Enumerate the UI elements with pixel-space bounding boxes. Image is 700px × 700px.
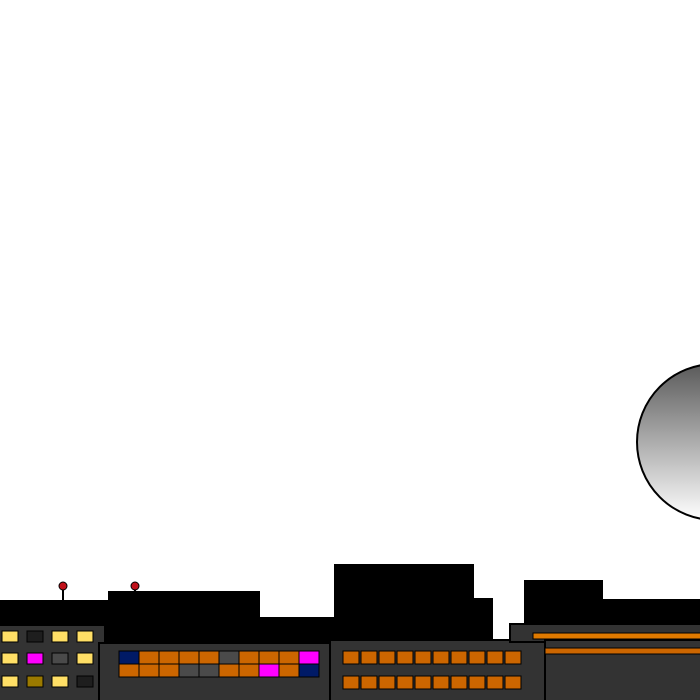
window (51, 675, 69, 688)
window (158, 663, 180, 678)
window (298, 663, 320, 678)
window (342, 675, 360, 690)
window (1, 630, 19, 643)
window (432, 675, 450, 690)
window (450, 650, 468, 665)
rooftop-stripe-1 (532, 632, 700, 640)
window (378, 650, 396, 665)
window (432, 650, 450, 665)
window (218, 663, 240, 678)
window (258, 663, 280, 678)
window (486, 650, 504, 665)
moon (636, 364, 700, 520)
window (51, 652, 69, 665)
window (26, 652, 44, 665)
window (26, 675, 44, 688)
window (51, 630, 69, 643)
window (26, 630, 44, 643)
window (158, 650, 180, 665)
window (218, 650, 240, 665)
rooftop-stripe-2 (544, 647, 700, 655)
building-1-windows (1, 630, 94, 688)
building-3 (329, 639, 546, 700)
window (414, 650, 432, 665)
window (118, 650, 140, 665)
antenna-beacon-1 (58, 581, 68, 591)
window (378, 675, 396, 690)
window (76, 630, 94, 643)
window (342, 650, 360, 665)
window (450, 675, 468, 690)
window (396, 675, 414, 690)
window (278, 663, 300, 678)
window (468, 675, 486, 690)
building-3-windows (342, 650, 522, 690)
window (396, 650, 414, 665)
window (138, 663, 160, 678)
window (258, 650, 280, 665)
window (414, 675, 432, 690)
window (298, 650, 320, 665)
window (360, 650, 378, 665)
window (76, 652, 94, 665)
window (504, 650, 522, 665)
window (178, 663, 200, 678)
window (76, 675, 94, 688)
window (118, 663, 140, 678)
antenna-beacon-2 (130, 581, 140, 591)
window (1, 675, 19, 688)
window (138, 650, 160, 665)
window (278, 650, 300, 665)
window (178, 650, 200, 665)
antennas (58, 581, 140, 600)
window (468, 650, 486, 665)
building-2-windows (118, 650, 320, 678)
window (198, 650, 220, 665)
window (504, 675, 522, 690)
window (1, 652, 19, 665)
window (360, 675, 378, 690)
window (238, 650, 260, 665)
window (198, 663, 220, 678)
window (486, 675, 504, 690)
window (238, 663, 260, 678)
